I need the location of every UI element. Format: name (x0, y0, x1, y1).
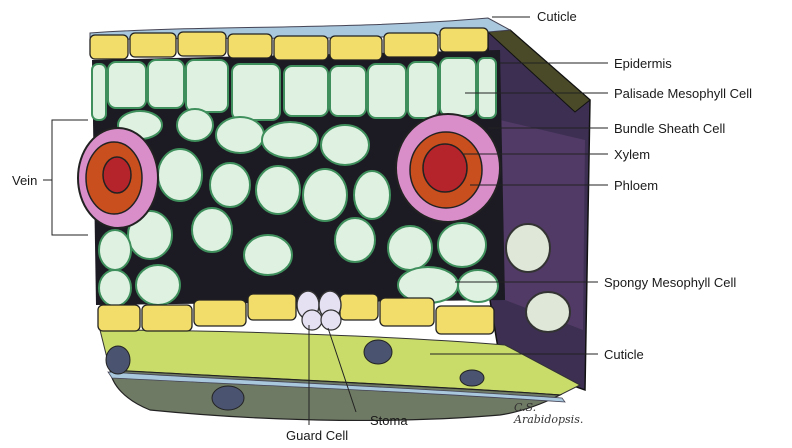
palisade-cell (92, 64, 106, 120)
spongy-cell (303, 169, 347, 221)
lower-epidermis-cell (142, 305, 192, 331)
xylem-left (103, 157, 131, 193)
artist-signature: C.S. Arabidopsis. (514, 402, 583, 426)
spongy-cell (321, 125, 369, 165)
epidermis-cell (90, 35, 128, 59)
spongy-cell (354, 171, 390, 219)
palisade-cell (330, 66, 366, 116)
label-epidermis: Epidermis (614, 56, 672, 71)
epidermis-cell (274, 36, 328, 60)
label-guard-cell: Guard Cell (286, 428, 348, 443)
label-phloem: Phloem (614, 178, 658, 193)
vein-left (78, 128, 158, 228)
underside-blob (106, 346, 130, 374)
epidermis-cell (130, 33, 176, 57)
lower-epidermis-cell (248, 294, 296, 320)
palisade-cell (478, 58, 496, 118)
spongy-cell (438, 223, 486, 267)
label-cuticle-bottom: Cuticle (604, 347, 644, 362)
guard-cell-right-lower (321, 310, 341, 330)
epidermis-cell (384, 33, 438, 57)
spongy-cell (388, 226, 432, 270)
label-xylem: Xylem (614, 147, 650, 162)
guard-cell-left-lower (302, 310, 322, 330)
spongy-cell (158, 149, 202, 201)
spongy-cell (216, 117, 264, 153)
label-stoma: Stoma (370, 413, 408, 428)
epidermis-cell (440, 28, 488, 52)
spongy-cell (192, 208, 232, 252)
palisade-cell (186, 60, 228, 112)
side-spongy-cell (506, 224, 550, 272)
spongy-cell (244, 235, 292, 275)
spongy-cell (136, 265, 180, 305)
label-cuticle-top: Cuticle (537, 9, 577, 24)
spongy-cell (99, 230, 131, 270)
spongy-cell (458, 270, 498, 302)
palisade-cell (148, 60, 184, 108)
spongy-cell (262, 122, 318, 158)
epidermis-cell (178, 32, 226, 56)
spongy-cell (335, 218, 375, 262)
spongy-cell (99, 270, 131, 306)
label-spongy: Spongy Mesophyll Cell (604, 275, 736, 290)
lower-epidermis-cell (98, 305, 140, 331)
xylem-right (423, 144, 467, 192)
label-bundle-sheath: Bundle Sheath Cell (614, 121, 725, 136)
lower-epidermis-cell (340, 294, 378, 320)
palisade-cell (440, 58, 476, 116)
side-spongy-cell (526, 292, 570, 332)
palisade-cell (368, 64, 406, 118)
palisade-cell (232, 64, 280, 120)
epidermis-cell (330, 36, 382, 60)
lower-epidermis-cell (436, 306, 494, 334)
lower-epidermis-cell (194, 300, 246, 326)
label-palisade: Palisade Mesophyll Cell (614, 86, 752, 101)
spongy-cell (210, 163, 250, 207)
epidermis-cell (228, 34, 272, 58)
label-vein: Vein (12, 173, 37, 188)
underside-blob (212, 386, 244, 410)
palisade-cell (408, 62, 438, 118)
palisade-cell (284, 66, 328, 116)
vein-right (396, 114, 500, 222)
spongy-cell (177, 109, 213, 141)
lower-epidermis-cell (380, 298, 434, 326)
spongy-cell (256, 166, 300, 214)
signature-line-2: Arabidopsis. (514, 414, 583, 426)
underside-blob (364, 340, 392, 364)
palisade-cell (108, 62, 146, 108)
underside-blob (460, 370, 484, 386)
